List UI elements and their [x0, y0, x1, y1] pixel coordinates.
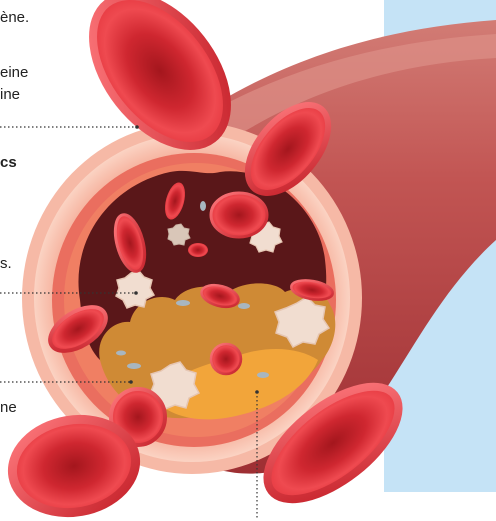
caption-fragment-4: cs: [0, 153, 17, 172]
plaque-spot: [127, 363, 141, 369]
plaque-spot: [238, 303, 250, 309]
caption-fragment-5: s.: [0, 254, 12, 273]
leader-dot: [255, 390, 259, 394]
caption-fragment-3: ine: [0, 85, 20, 104]
caption-fragment-2: eine: [0, 63, 28, 82]
plaque-spot: [257, 372, 269, 378]
red-blood-cell-icon: [188, 243, 208, 257]
plaque-spot: [176, 300, 190, 306]
plaque-spot: [116, 351, 126, 356]
leader-dot: [135, 125, 139, 129]
red-blood-cell-icon: [200, 201, 206, 211]
red-blood-cell-icon: [211, 193, 267, 237]
red-blood-cell-icon: [211, 344, 241, 374]
caption-fragment-6: ne: [0, 398, 17, 417]
leader-dot: [134, 291, 138, 295]
leader-dot: [129, 380, 133, 384]
caption-fragment-1: ène.: [0, 8, 29, 27]
